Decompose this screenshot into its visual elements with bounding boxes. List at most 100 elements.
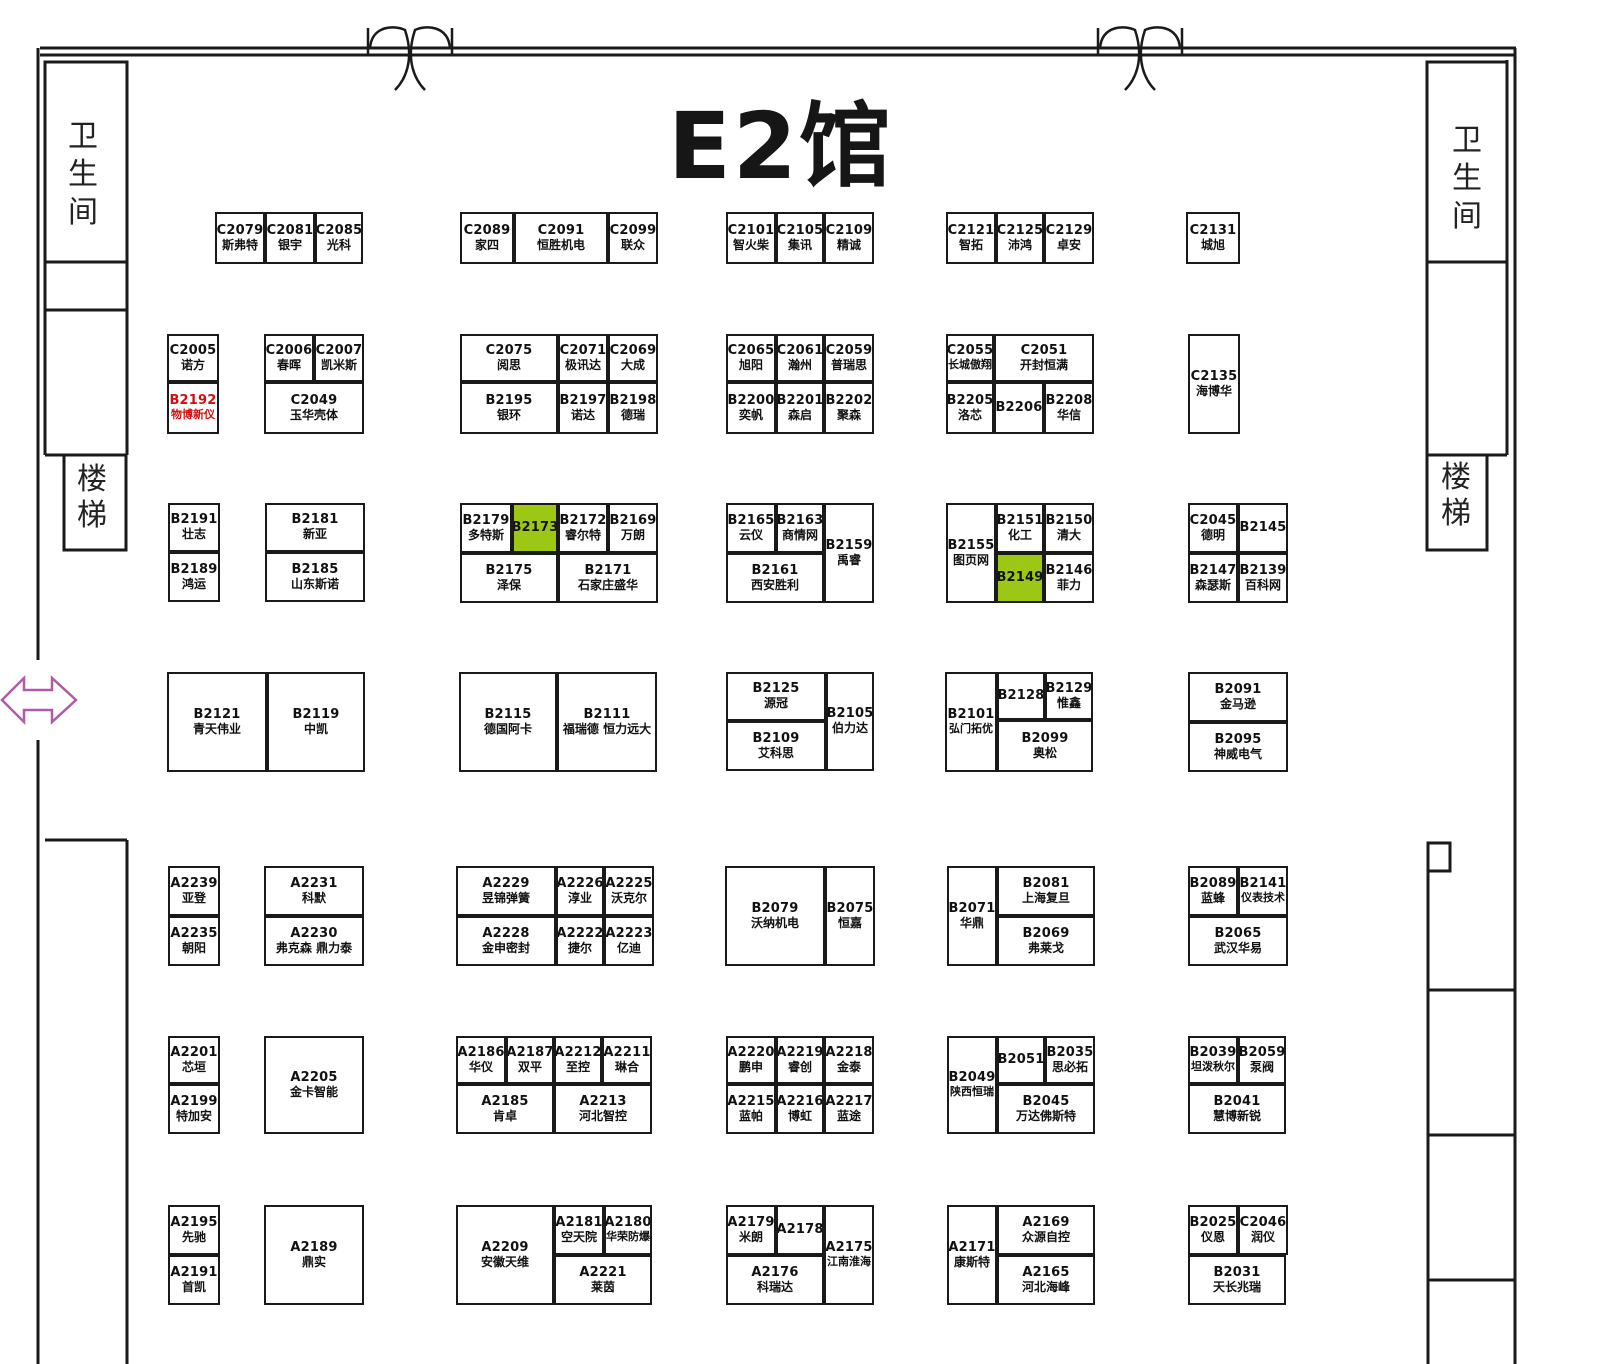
booth-b2145[interactable]: B2145 bbox=[1238, 503, 1288, 553]
booth-b2149[interactable]: B2149 bbox=[996, 553, 1044, 603]
booth-b2206[interactable]: B2206 bbox=[994, 382, 1044, 434]
booth-b2173[interactable]: B2173 bbox=[512, 503, 558, 553]
booth-b2051[interactable]: B2051 bbox=[997, 1036, 1045, 1084]
booth-a2178[interactable]: A2178 bbox=[776, 1205, 824, 1255]
booth-b2128[interactable]: B2128 bbox=[997, 672, 1045, 720]
